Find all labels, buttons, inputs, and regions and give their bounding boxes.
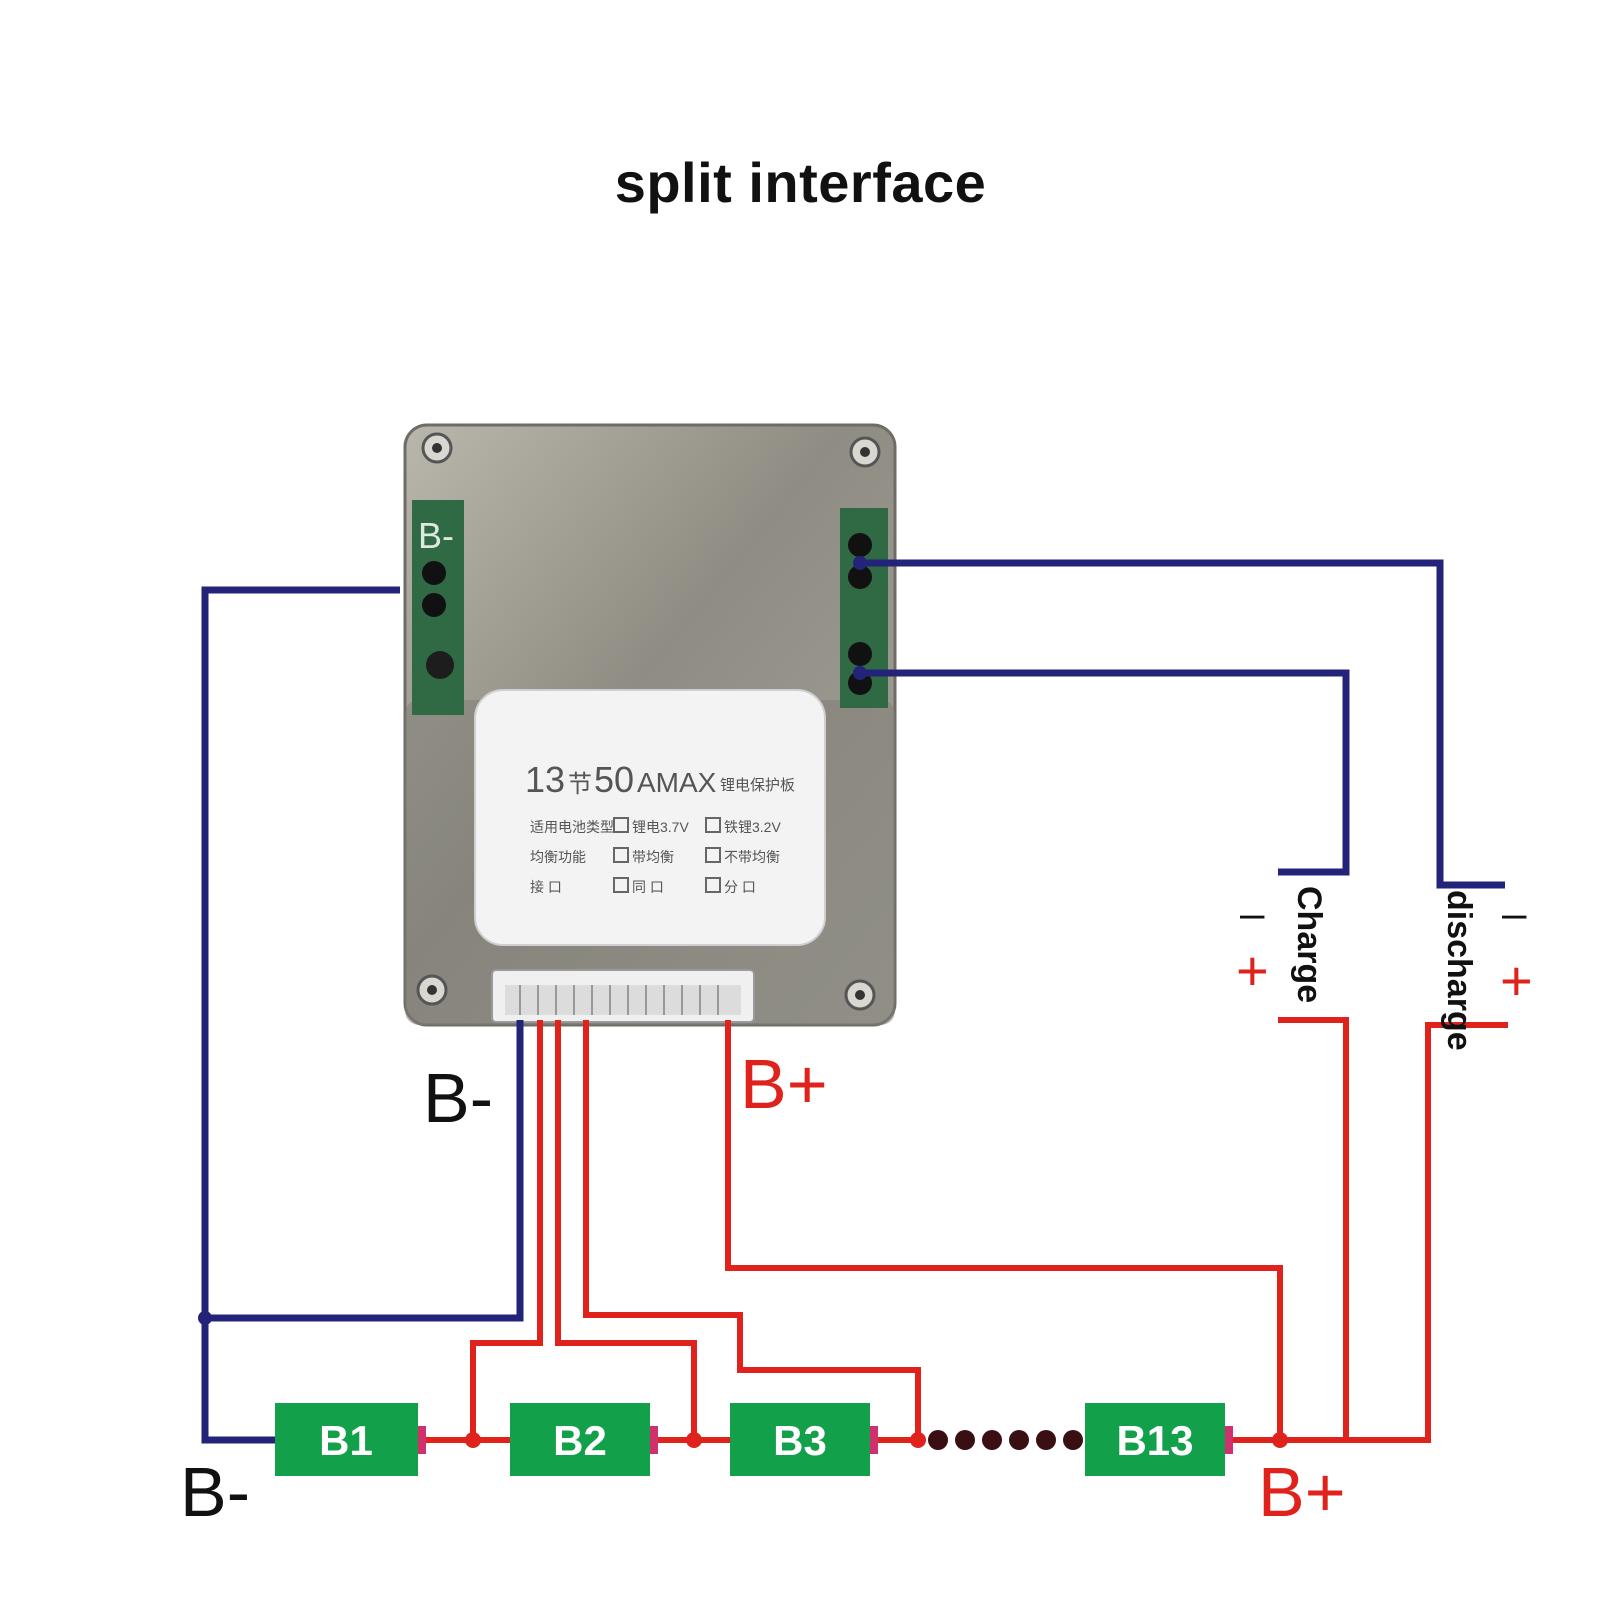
positive-wires (418, 1017, 1508, 1443)
pack-positive-bus (1230, 1022, 1508, 1443)
charge-label: Charge (1290, 886, 1328, 1003)
junction-dot (198, 1311, 212, 1325)
balance-wire-b0 (205, 1020, 524, 1322)
battery-cell: B3 (730, 1403, 878, 1476)
mounting-hole (421, 432, 453, 464)
bminus-pad-strip: B- (412, 500, 464, 715)
mounting-hole (849, 436, 881, 468)
cell-label: B13 (1116, 1417, 1193, 1464)
battery-cell: B13 (1085, 1403, 1233, 1476)
junction-dots (465, 1432, 1288, 1448)
balance-wire-b2 (555, 1020, 697, 1440)
card-current: 50 (594, 759, 634, 800)
pack-bplus-label: B+ (1258, 1453, 1346, 1531)
board-bminus-label: B- (423, 1059, 493, 1137)
battery-cell: B2 (510, 1403, 658, 1476)
mounting-hole (844, 979, 876, 1011)
card-row3-label: 接 口 (530, 879, 562, 895)
charge-positive-wire (1278, 1017, 1349, 1440)
charge-plus-sign: + (1236, 939, 1269, 1002)
board-bplus-label: B+ (740, 1045, 828, 1123)
charge-negative-wire (860, 669, 1350, 876)
card-caption: 锂电保护板 (720, 776, 795, 794)
junction-dot (853, 556, 867, 570)
pack-bminus-label: B- (180, 1453, 250, 1531)
discharge-negative-wire (860, 559, 1505, 889)
cell-label: B3 (773, 1417, 827, 1464)
board-pad-label: B- (418, 515, 454, 556)
card-current-suffix: AMAX (637, 767, 717, 798)
discharge-label: discharge (1440, 890, 1478, 1051)
junction-dot (853, 666, 867, 680)
card-row1-opt2: 铁锂3.2V (724, 819, 781, 835)
card-row1-opt1: 锂电3.7V (632, 819, 689, 835)
card-cells-suffix: 节 (568, 771, 592, 798)
mounting-hole (416, 974, 448, 1006)
cell-label: B2 (553, 1417, 607, 1464)
bms-board: B- 13 节 50 AMAX 锂电保护板 适用电池类型 锂电3.7V 铁锂3.… (403, 423, 897, 1027)
card-row2-opt2: 不带均衡 (724, 849, 780, 865)
ellipsis-dots (928, 1430, 1083, 1450)
cell-label: B1 (319, 1417, 373, 1464)
balance-wire-b1 (470, 1020, 543, 1440)
discharge-plus-sign: + (1500, 949, 1533, 1012)
bplus-sense-wire (725, 1020, 1283, 1440)
card-row1-label: 适用电池类型 (530, 819, 614, 835)
card-row2-label: 均衡功能 (530, 849, 586, 865)
card-row2-opt1: 带均衡 (632, 849, 674, 865)
battery-cell: B1 (275, 1403, 426, 1476)
card-cells: 13 (525, 759, 565, 800)
charge-minus-sign: – (1240, 889, 1265, 938)
card-row3-opt1: 同 口 (632, 879, 664, 895)
balance-connector (491, 969, 755, 1023)
card-row3-opt2: 分 口 (724, 879, 756, 895)
discharge-minus-sign: – (1502, 889, 1527, 938)
spec-card: 13 节 50 AMAX 锂电保护板 适用电池类型 锂电3.7V 铁锂3.2V … (474, 689, 826, 946)
negative-wires (201, 559, 1505, 1444)
balance-wire-b3 (583, 1020, 921, 1440)
page-title: split interface (614, 151, 987, 214)
bminus-wire (201, 586, 400, 1444)
